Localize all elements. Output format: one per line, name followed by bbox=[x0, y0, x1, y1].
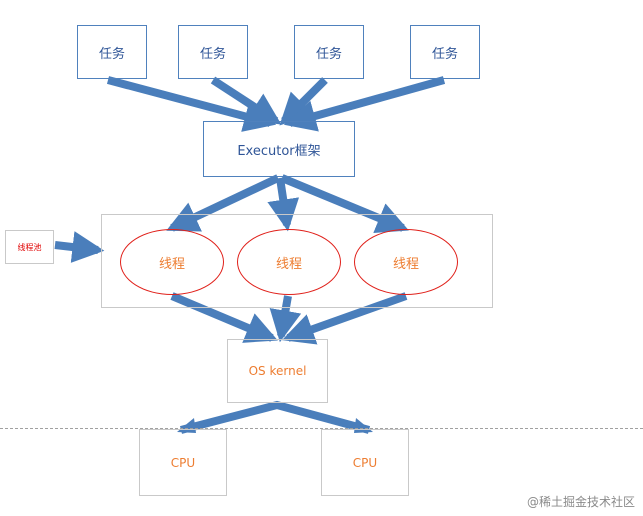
dashed-divider bbox=[0, 428, 643, 429]
os-kernel-box: OS kernel bbox=[227, 339, 328, 403]
arrow-thread3-to-kernel bbox=[281, 292, 408, 345]
arrow-task1-to-executor bbox=[106, 76, 277, 132]
watermark: @稀土掘金技术社区 bbox=[526, 495, 635, 509]
arrow-kernel-to-cpus bbox=[179, 400, 371, 434]
arrow-executor-to-thread1 bbox=[166, 174, 280, 232]
task-box: 任务 bbox=[178, 25, 248, 79]
task-box: 任务 bbox=[294, 25, 364, 79]
thread-pool-label: 线程池 bbox=[5, 230, 54, 264]
thread-ellipse: 线程 bbox=[120, 229, 224, 295]
thread-ellipse: 线程 bbox=[354, 229, 458, 295]
cpu-box: CPU bbox=[321, 429, 409, 496]
executor-framework-box: Executor框架 bbox=[203, 121, 355, 177]
arrow-thread1-to-kernel bbox=[170, 292, 278, 343]
arrow-executor-to-thread3 bbox=[280, 174, 409, 234]
thread-pool-container bbox=[101, 214, 493, 308]
task-box: 任务 bbox=[77, 25, 147, 79]
thread-ellipse: 线程 bbox=[237, 229, 341, 295]
task-box: 任务 bbox=[410, 25, 480, 79]
cpu-box: CPU bbox=[139, 429, 227, 496]
arrow-executor-to-thread2 bbox=[267, 177, 300, 232]
arrow-label-to-pool bbox=[54, 231, 105, 263]
arrow-task2-to-executor bbox=[210, 76, 282, 125]
arrow-task4-to-executor bbox=[283, 76, 446, 132]
